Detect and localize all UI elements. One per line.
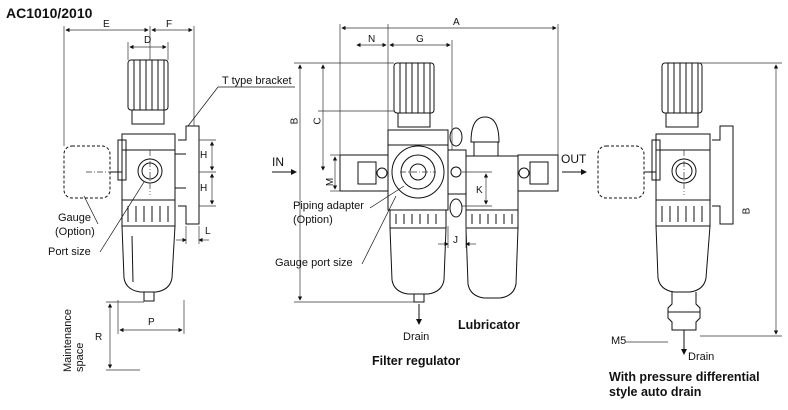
dim-N: N [368, 34, 376, 45]
dim-D: D [144, 35, 152, 46]
dim-K: K [476, 185, 483, 196]
center-view [339, 62, 559, 303]
dim-F: F [166, 19, 173, 30]
label-port-size: Port size [48, 246, 91, 258]
right-dims [626, 62, 782, 343]
right-gauge [597, 145, 645, 199]
dim-B-center: B [289, 117, 301, 125]
label-pressure-diff-line2: style auto drain [609, 385, 702, 399]
dim-H-upper: H [200, 150, 208, 161]
label-out: OUT [561, 152, 587, 166]
label-drain-right: Drain [688, 351, 715, 363]
dim-E: E [103, 19, 110, 30]
label-gauge-option: (Option) [55, 226, 95, 238]
dim-H-lower: H [200, 183, 208, 194]
label-maintenance-space: Maintenance space [62, 309, 87, 372]
right-bracket [712, 125, 734, 225]
label-in: IN [272, 155, 284, 169]
diagram-title: AC1010/2010 [6, 5, 93, 21]
dim-G: G [416, 34, 424, 45]
left-body [121, 133, 176, 201]
label-piping-option: (Option) [293, 214, 333, 226]
lubricator-body [465, 155, 519, 211]
label-m5: M5 [611, 335, 627, 347]
label-lubricator: Lubricator [458, 318, 520, 332]
left-view [63, 59, 200, 302]
center-gauge [391, 145, 445, 199]
dim-A: A [453, 17, 460, 28]
right-bowl [655, 225, 711, 293]
left-knob [127, 59, 169, 125]
center-right-adapter [517, 154, 559, 192]
center-right-bowl [465, 227, 519, 299]
label-drain-center: Drain [403, 331, 430, 343]
dim-P: P [148, 317, 155, 328]
label-gauge: Gauge [58, 212, 92, 224]
center-leaders [361, 185, 405, 265]
label-gauge-port-size: Gauge port size [275, 257, 353, 269]
left-leaders [83, 86, 295, 253]
center-left-bowl [389, 227, 447, 295]
center-flow-arrows [272, 169, 587, 325]
right-view [597, 62, 734, 355]
right-body [655, 133, 711, 201]
dim-J: J [453, 235, 458, 246]
center-knob [393, 62, 435, 128]
label-t-bracket: T type bracket [222, 75, 292, 87]
left-bowl [121, 225, 176, 293]
center-left-adapter [339, 154, 389, 192]
right-knob [661, 62, 703, 128]
dim-C: C [312, 117, 324, 125]
label-pressure-diff-line1: With pressure differential [609, 370, 760, 384]
label-filter-regulator: Filter regulator [372, 354, 461, 368]
dim-R: R [95, 332, 103, 343]
center-dims [294, 24, 559, 303]
auto-drain [667, 292, 701, 331]
label-piping-adapter: Piping adapter [293, 200, 364, 212]
dim-B-right: B [741, 207, 753, 215]
dim-L: L [205, 226, 211, 237]
t-bracket [178, 125, 200, 225]
dim-M: M [325, 177, 337, 187]
lubricator-top [470, 116, 500, 143]
left-dims [63, 26, 216, 371]
